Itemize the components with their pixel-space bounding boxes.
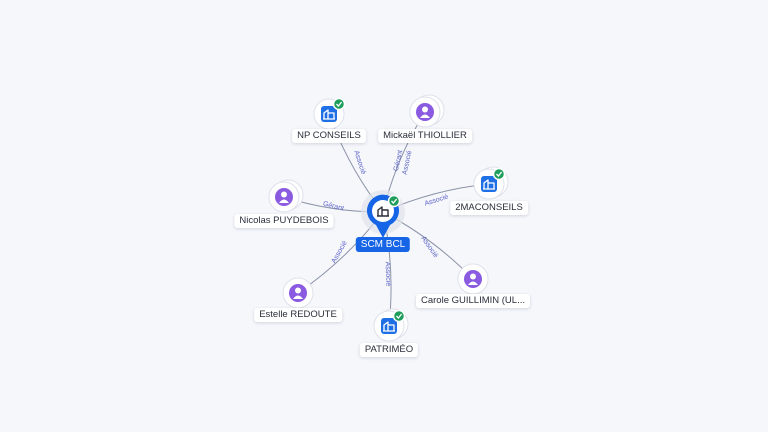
edge-label: Associé: [331, 240, 349, 265]
edge-label: Associé: [384, 262, 392, 287]
building-icon: [381, 318, 397, 334]
verified-check-icon: [387, 194, 401, 208]
verified-check-icon: [492, 167, 506, 181]
building-icon: [481, 176, 497, 192]
node-patrimeo[interactable]: [373, 308, 409, 342]
center-node[interactable]: [361, 190, 405, 238]
node-label[interactable]: Estelle REDOUTE: [254, 308, 342, 322]
verified-check-icon: [332, 97, 346, 111]
center-node-label[interactable]: SCM BCL: [355, 237, 411, 252]
node-mickael-thiollier[interactable]: [409, 94, 445, 128]
building-icon: [321, 106, 337, 122]
node-label[interactable]: Nicolas PUYDEBOIS: [234, 214, 334, 228]
edge-label: Associé: [402, 150, 414, 176]
node-label[interactable]: Carole GUILLIMIN (UL...: [416, 294, 530, 308]
verified-check-icon: [392, 309, 406, 323]
node-label[interactable]: Mickaël THIOLLIER: [378, 129, 472, 143]
edge-label: Associé: [352, 150, 366, 176]
person-icon: [464, 270, 482, 288]
node-label[interactable]: NP CONSEILS: [292, 129, 366, 143]
edge-label: Associé: [419, 235, 439, 259]
edge-label: Gérant: [393, 149, 404, 171]
building-icon: [377, 206, 389, 217]
node-label[interactable]: PATRIMÉO: [359, 343, 419, 357]
node-np-conseils[interactable]: [313, 97, 346, 130]
node-carole-guillimin[interactable]: [457, 263, 489, 295]
node-2maconseils[interactable]: [473, 166, 509, 200]
node-label[interactable]: 2MACONSEILS: [450, 201, 528, 215]
person-icon: [416, 103, 434, 121]
node-estelle-redoute[interactable]: [282, 277, 314, 309]
person-icon: [289, 284, 307, 302]
node-nicolas-puydebois[interactable]: [268, 179, 304, 213]
person-icon: [275, 188, 293, 206]
edge-label: Gérant: [322, 201, 345, 213]
